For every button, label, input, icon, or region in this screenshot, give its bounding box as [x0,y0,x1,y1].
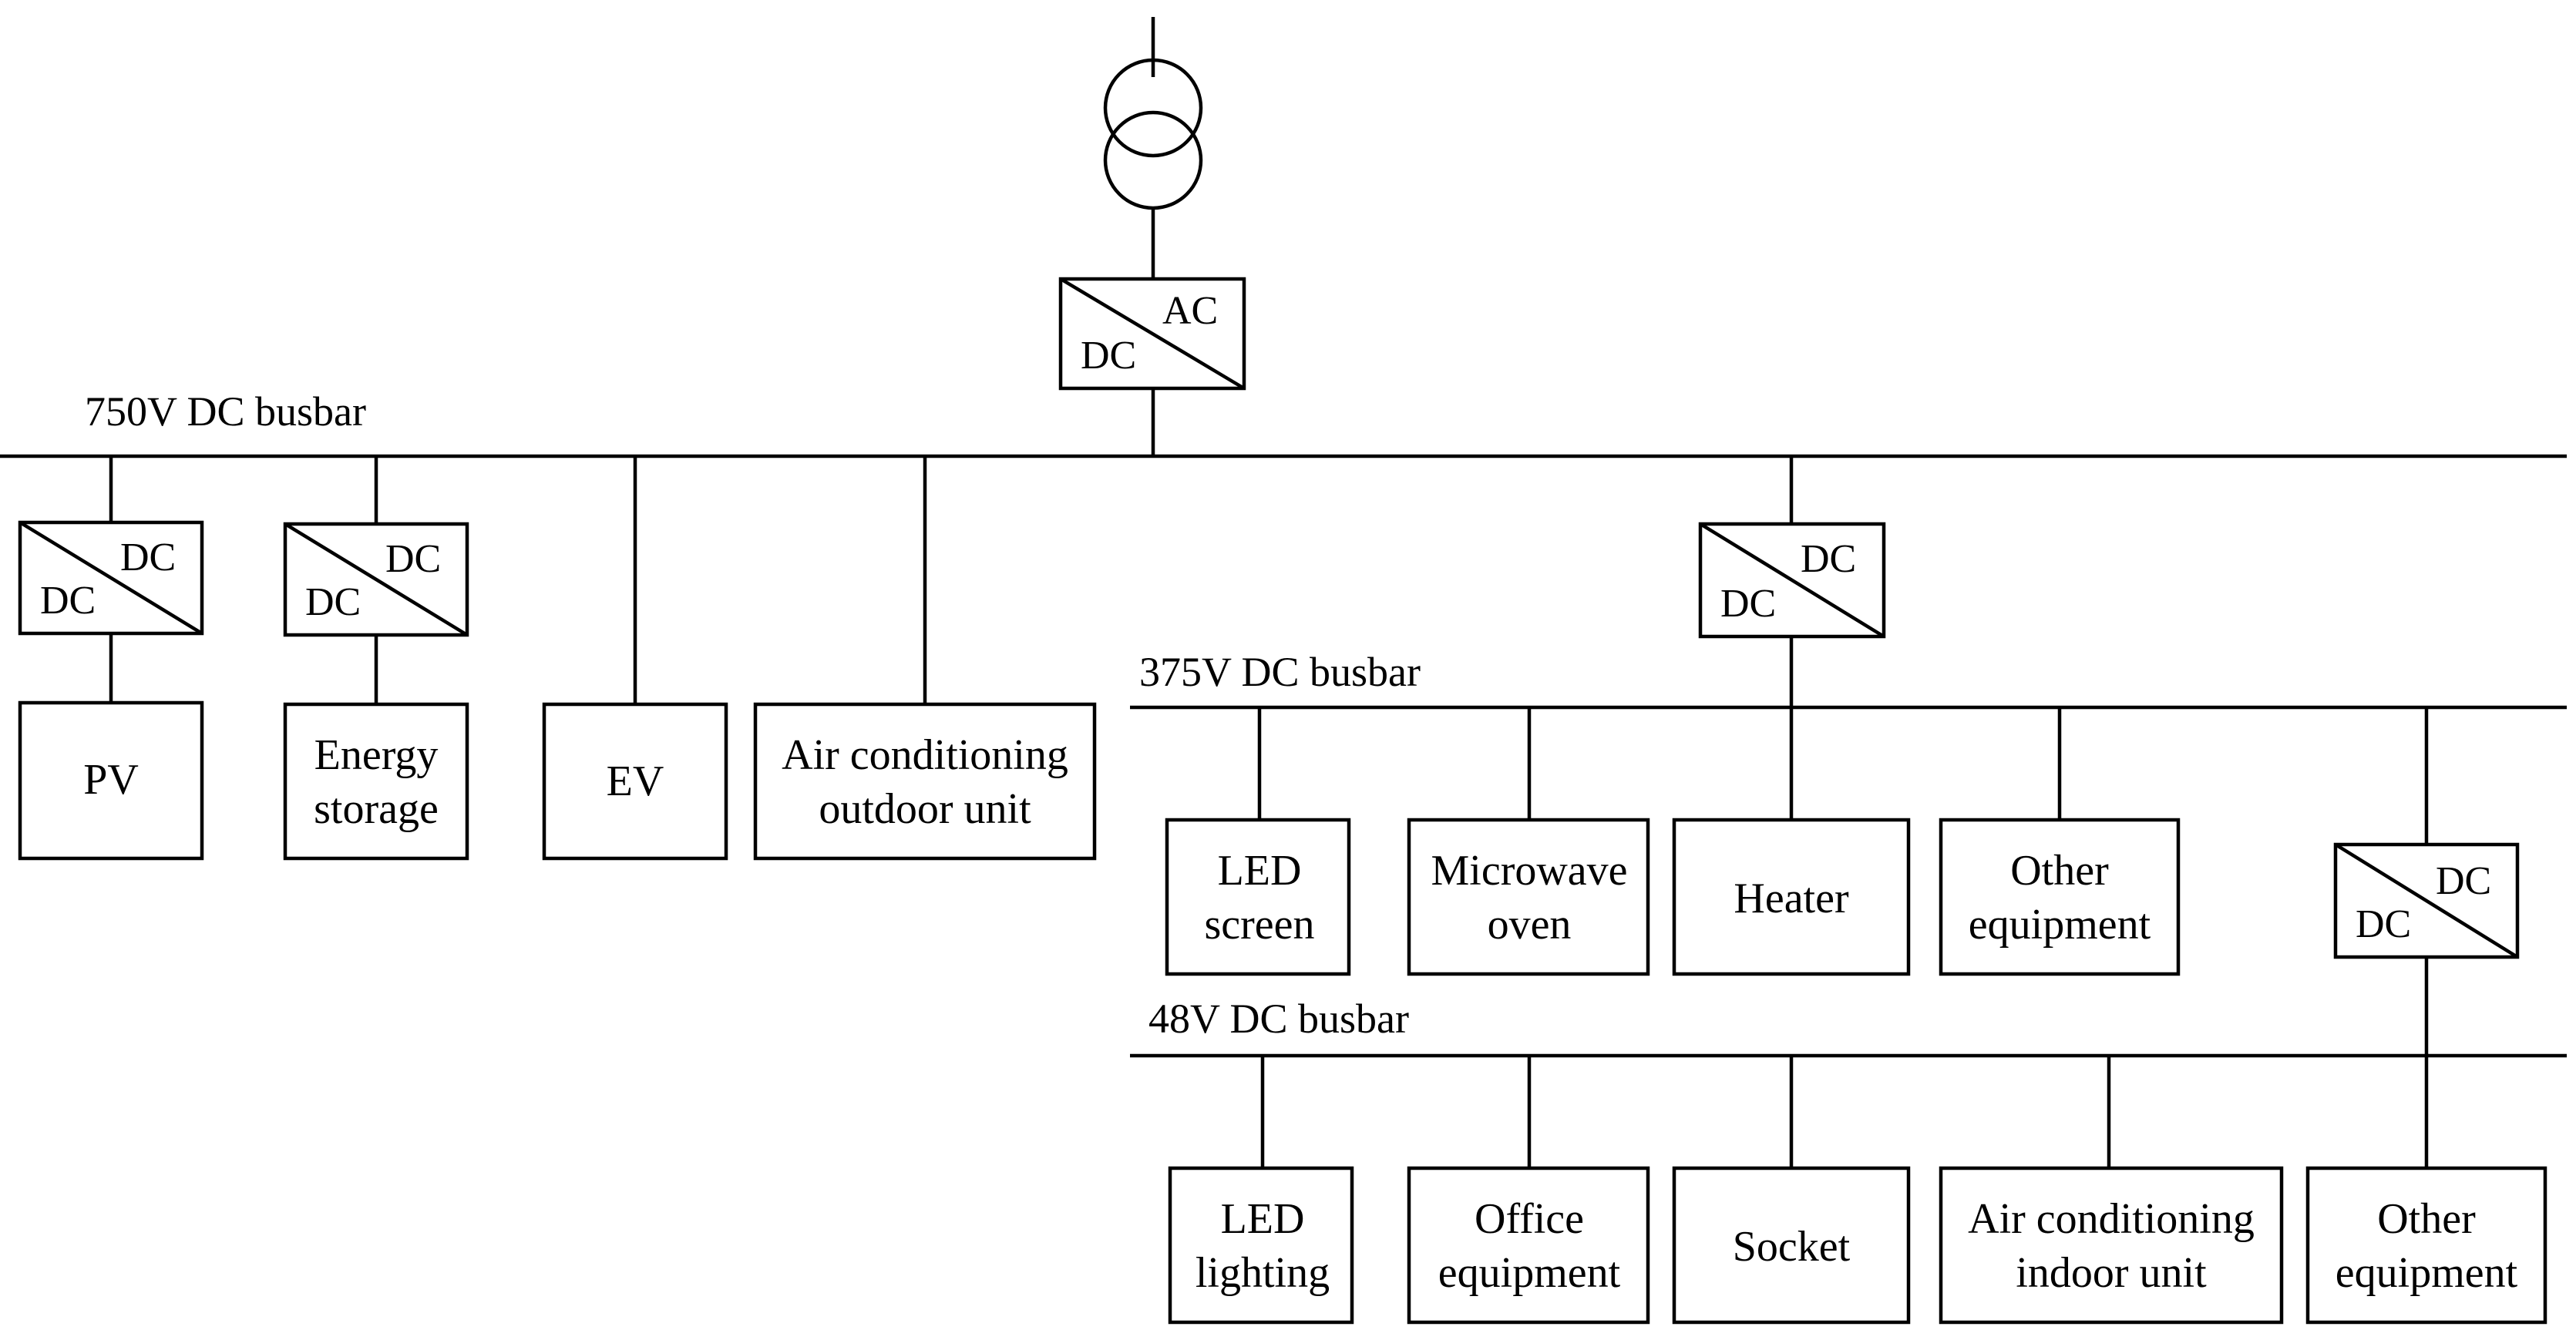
pv-box: PV [18,700,204,861]
busbar-750v: 750V DC busbar [0,388,2567,458]
ac-outdoor-unit-box: Air conditioning outdoor unit [753,702,1097,861]
led-lighting-box: LED lighting [1168,1166,1354,1325]
office-equipment-branch: Office equipment [1407,1056,1650,1325]
to-375v-branch: DC DC [1698,456,1886,707]
heater-label: Heater [1734,875,1849,922]
heater-branch: Heater [1672,707,1911,976]
energy-storage-branch: DC DC Energy storage [283,456,469,861]
to-375v-dc-dc-converter: DC DC [1698,522,1886,639]
pv-label: PV [83,756,139,804]
ac-indoor-branch: Air conditioning indoor unit [1939,1056,2284,1325]
transformer-primary-winding [1103,58,1203,158]
ac-outdoor-label-line1: Air conditioning [782,731,1068,779]
led-screen-label-line1: LED [1218,847,1302,895]
energy-storage-label-line2: storage [314,785,439,833]
ev-branch: EV [542,456,728,861]
pv-dc-dc-converter: DC DC [18,520,204,636]
converter-bottom-label: DC [1720,582,1776,626]
converter-top-label: DC [120,536,176,579]
pv-branch: DC DC PV [18,456,204,861]
busbar-375v: 375V DC busbar [1130,649,2567,710]
other-equipment-48v-box: Other equipment [2305,1166,2547,1325]
converter-bottom-label: DC [2356,902,2411,946]
ac-outdoor-branch: Air conditioning outdoor unit [753,456,1097,861]
energy-storage-box: Energy storage [283,702,469,861]
led-lighting-label-line1: LED [1221,1195,1305,1243]
office-equipment-box: Office equipment [1407,1166,1650,1325]
converter-bottom-label: DC [305,580,361,624]
ac-outdoor-label-line2: outdoor unit [819,785,1031,833]
socket-box: Socket [1672,1166,1911,1325]
busbar-375v-label: 375V DC busbar [1139,649,1421,695]
ac-indoor-label-line2: indoor unit [2016,1249,2207,1297]
heater-box: Heater [1672,818,1911,976]
microwave-label-line2: oven [1488,901,1572,949]
led-lighting-branch: LED lighting [1168,1056,1354,1325]
ac-indoor-unit-box: Air conditioning indoor unit [1939,1166,2284,1325]
socket-branch: Socket [1672,1056,1911,1325]
office-label-line2: equipment [1438,1249,1621,1297]
storage-dc-dc-converter: DC DC [283,522,469,637]
microwave-oven-box: Microwave oven [1407,818,1650,976]
transformer-secondary-winding [1103,110,1203,210]
other-48v-label-line1: Other [2377,1195,2476,1243]
led-screen-branch: LED screen [1165,707,1351,976]
other-equipment-375v-box: Other equipment [1939,818,2181,976]
energy-storage-label-line1: Energy [314,731,439,779]
ev-box: EV [542,702,728,861]
socket-label: Socket [1733,1223,1851,1271]
ac-indoor-label-line1: Air conditioning [1968,1195,2255,1243]
grid-ac-dc-converter: AC DC [1058,277,1246,391]
converter-top-label: AC [1162,289,1218,333]
other-48v-label-line2: equipment [2336,1249,2518,1297]
to-48v-dc-dc-converter: DC DC [2333,842,2520,959]
office-label-line1: Office [1475,1195,1584,1243]
other-48v-branch: Other equipment [2305,1056,2547,1325]
other-375v-label-line2: equipment [1969,901,2151,949]
busbar-48v: 48V DC busbar [1130,996,2567,1058]
other-375v-label-line1: Other [2010,847,2109,895]
led-lighting-label-line2: lighting [1196,1249,1330,1297]
busbar-48v-label: 48V DC busbar [1148,996,1409,1042]
to-48v-branch: DC DC [2333,707,2520,1056]
converter-top-label: DC [2436,859,2491,903]
converter-bottom-label: DC [40,579,96,623]
converter-bottom-label: DC [1081,334,1136,378]
busbar-750v-label: 750V DC busbar [85,388,366,435]
converter-top-label: DC [1801,537,1856,581]
converter-top-label: DC [385,537,441,581]
other-375v-branch: Other equipment [1939,707,2181,976]
grid-connection: AC DC [1058,17,1246,456]
led-screen-label-line2: screen [1204,901,1314,949]
microwave-label-line1: Microwave [1431,847,1627,895]
led-screen-box: LED screen [1165,818,1351,976]
ev-label: EV [607,757,664,805]
microwave-branch: Microwave oven [1407,707,1650,976]
